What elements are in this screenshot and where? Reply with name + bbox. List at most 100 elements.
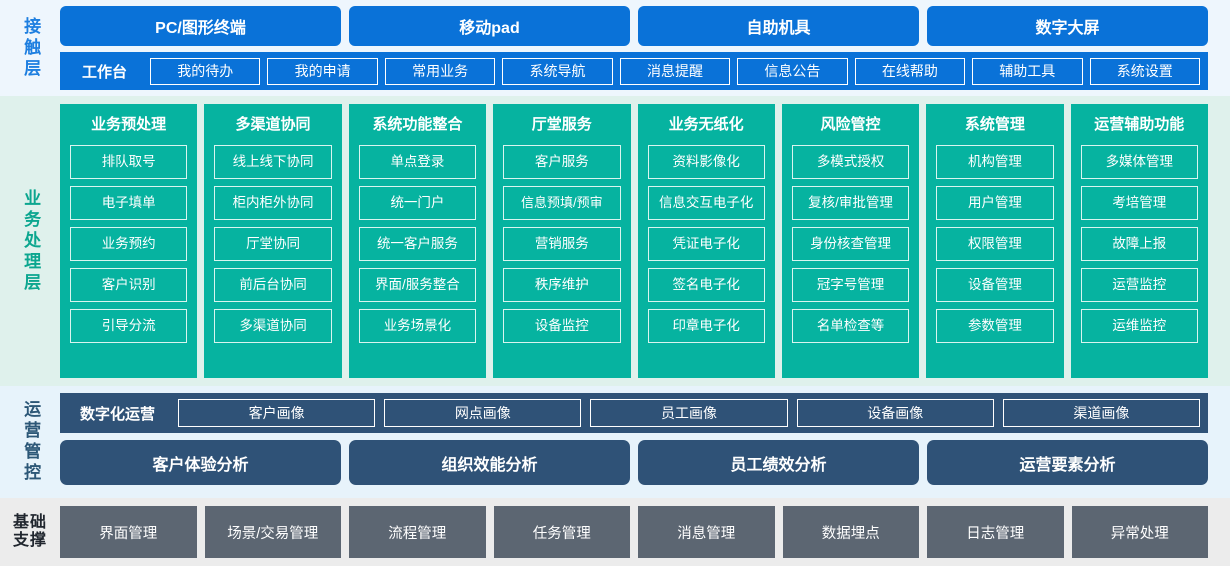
- analysis-employee-performance[interactable]: 员工绩效分析: [638, 440, 919, 485]
- foundation-layer-label-line2: 支撑: [12, 532, 47, 549]
- business-item[interactable]: 业务预约: [70, 227, 188, 261]
- business-item[interactable]: 冠字号管理: [791, 268, 910, 302]
- business-column-system-integration: 系统功能整合 单点登录 统一门户 统一客户服务 界面/服务整合 业务场景化: [348, 104, 487, 378]
- business-item[interactable]: 业务场景化: [358, 309, 477, 343]
- business-item[interactable]: 柜内柜外协同: [214, 186, 332, 220]
- terminal-pc[interactable]: PC/图形终端: [60, 6, 341, 46]
- portrait-channel[interactable]: 渠道画像: [1002, 399, 1201, 427]
- business-item[interactable]: 复核/审批管理: [791, 186, 910, 220]
- business-item[interactable]: 排队取号: [70, 145, 188, 179]
- business-item[interactable]: 机构管理: [936, 145, 1054, 179]
- foundation-item-exception-handling[interactable]: 异常处理: [1071, 506, 1208, 558]
- business-item[interactable]: 多媒体管理: [1080, 145, 1198, 179]
- foundation-layer-body: 界面管理 场景/交易管理 流程管理 任务管理 消息管理 数据埋点 日志管理 异常…: [60, 506, 1230, 558]
- foundation-item-scenario-transaction-management[interactable]: 场景/交易管理: [204, 506, 341, 558]
- business-item[interactable]: 运营监控: [1080, 268, 1198, 302]
- business-item[interactable]: 引导分流: [70, 309, 188, 343]
- foundation-item-log-management[interactable]: 日志管理: [927, 506, 1064, 558]
- business-item[interactable]: 身份核查管理: [791, 227, 910, 261]
- workbench-item-auxiliary-tools[interactable]: 辅助工具: [972, 57, 1083, 85]
- business-column-risk-control: 风险管控 多模式授权 复核/审批管理 身份核查管理 冠字号管理 名单检查等: [781, 104, 920, 378]
- workbench-item-my-application[interactable]: 我的申请: [267, 57, 378, 85]
- business-item[interactable]: 营销服务: [503, 227, 621, 261]
- business-item[interactable]: 凭证电子化: [647, 227, 765, 261]
- foundation-item-ui-management[interactable]: 界面管理: [60, 506, 197, 558]
- business-column-preprocessing: 业务预处理 排队取号 电子填单 业务预约 客户识别 引导分流: [60, 104, 198, 378]
- workbench-item-information-notice[interactable]: 信息公告: [737, 57, 848, 85]
- analysis-organizational-efficiency[interactable]: 组织效能分析: [349, 440, 630, 485]
- business-item[interactable]: 前后台协同: [214, 268, 332, 302]
- business-item[interactable]: 客户识别: [70, 268, 188, 302]
- workbench-item-common-business[interactable]: 常用业务: [384, 57, 496, 85]
- workbench-item-my-todo[interactable]: 我的待办: [150, 57, 261, 85]
- business-layer-label-text: 业务处理层: [21, 188, 41, 294]
- foundation-item-process-management[interactable]: 流程管理: [349, 506, 486, 558]
- business-item[interactable]: 信息交互电子化: [647, 186, 765, 220]
- business-item[interactable]: 统一门户: [358, 186, 477, 220]
- foundation-item-task-management[interactable]: 任务管理: [493, 506, 630, 558]
- operations-layer-label: 运营管控: [0, 393, 60, 491]
- terminal-mobile-pad[interactable]: 移动pad: [349, 6, 630, 46]
- business-column-paperless: 业务无纸化 资料影像化 信息交互电子化 凭证电子化 签名电子化 印章电子化: [637, 104, 775, 378]
- business-item[interactable]: 设备管理: [936, 268, 1054, 302]
- workbench-item-message-reminder[interactable]: 消息提醒: [619, 57, 731, 85]
- foundation-support-layer: 基础 支撑 界面管理 场景/交易管理 流程管理 任务管理 消息管理 数据埋点 日…: [0, 498, 1230, 566]
- portrait-device[interactable]: 设备画像: [796, 399, 994, 427]
- workbench-item-online-help[interactable]: 在线帮助: [854, 57, 966, 85]
- business-item[interactable]: 运维监控: [1080, 309, 1198, 343]
- portrait-branch[interactable]: 网点画像: [384, 399, 582, 427]
- business-processing-layer: 业务处理层 业务预处理 排队取号 电子填单 业务预约 客户识别 引导分流 多渠道…: [0, 96, 1230, 386]
- business-item[interactable]: 多模式授权: [791, 145, 910, 179]
- business-column-system-management: 系统管理 机构管理 用户管理 权限管理 设备管理 参数管理: [926, 104, 1064, 378]
- business-column-lobby-service: 厅堂服务 客户服务 信息预填/预审 营销服务 秩序维护 设备监控: [493, 104, 631, 378]
- business-item[interactable]: 资料影像化: [647, 145, 765, 179]
- foundation-item-message-management[interactable]: 消息管理: [638, 506, 775, 558]
- business-item[interactable]: 线上线下协同: [214, 145, 332, 179]
- analysis-customer-experience[interactable]: 客户体验分析: [60, 440, 341, 485]
- business-item[interactable]: 电子填单: [70, 186, 188, 220]
- business-layer-body: 业务预处理 排队取号 电子填单 业务预约 客户识别 引导分流 多渠道协同 线上线…: [60, 104, 1230, 378]
- workbench-item-system-navigation[interactable]: 系统导航: [502, 57, 613, 85]
- analysis-operation-elements[interactable]: 运营要素分析: [927, 440, 1208, 485]
- workbench-item-system-settings[interactable]: 系统设置: [1089, 57, 1200, 85]
- business-item[interactable]: 故障上报: [1080, 227, 1198, 261]
- business-item[interactable]: 统一客户服务: [358, 227, 477, 261]
- touch-layer: 接触层 PC/图形终端 移动pad 自助机具 数字大屏 工作台 我的待办 我的申…: [0, 0, 1230, 96]
- foundation-layer-label: 基础 支撑: [0, 506, 60, 558]
- column-title: 多渠道协同: [235, 116, 311, 133]
- analysis-row: 客户体验分析 组织效能分析 员工绩效分析 运营要素分析: [60, 440, 1208, 485]
- operations-layer-label-text: 运营管控: [21, 400, 41, 484]
- business-item[interactable]: 参数管理: [936, 309, 1054, 343]
- column-title: 业务预处理: [91, 116, 167, 133]
- business-item[interactable]: 厅堂协同: [214, 227, 332, 261]
- column-title: 风险管控: [820, 116, 881, 133]
- column-title: 系统功能整合: [372, 116, 463, 133]
- terminal-self-service[interactable]: 自助机具: [638, 6, 919, 46]
- terminal-digital-screen[interactable]: 数字大屏: [927, 6, 1208, 46]
- business-item[interactable]: 名单检查等: [791, 309, 910, 343]
- business-item[interactable]: 印章电子化: [647, 309, 765, 343]
- business-item[interactable]: 设备监控: [503, 309, 621, 343]
- business-item[interactable]: 单点登录: [358, 145, 477, 179]
- workbench-row: 工作台 我的待办 我的申请 常用业务 系统导航 消息提醒 信息公告 在线帮助 辅…: [60, 52, 1208, 90]
- business-item[interactable]: 权限管理: [936, 227, 1054, 261]
- touch-layer-label-text: 接触层: [21, 16, 41, 80]
- touch-layer-body: PC/图形终端 移动pad 自助机具 数字大屏 工作台 我的待办 我的申请 常用…: [60, 6, 1230, 90]
- business-item[interactable]: 签名电子化: [647, 268, 765, 302]
- touch-layer-label: 接触层: [0, 6, 60, 90]
- foundation-item-data-tracking[interactable]: 数据埋点: [782, 506, 919, 558]
- business-item[interactable]: 客户服务: [503, 145, 621, 179]
- portrait-customer[interactable]: 客户画像: [178, 399, 376, 427]
- business-item[interactable]: 信息预填/预审: [503, 186, 621, 220]
- business-item[interactable]: 秩序维护: [503, 268, 621, 302]
- terminal-row: PC/图形终端 移动pad 自助机具 数字大屏: [60, 6, 1208, 46]
- business-item[interactable]: 多渠道协同: [214, 309, 332, 343]
- portrait-employee[interactable]: 员工画像: [590, 399, 788, 427]
- business-item[interactable]: 界面/服务整合: [358, 268, 477, 302]
- business-item[interactable]: 考培管理: [1080, 186, 1198, 220]
- business-item[interactable]: 用户管理: [936, 186, 1054, 220]
- digital-operations-title: 数字化运营: [80, 405, 156, 423]
- business-column-operation-support: 运营辅助功能 多媒体管理 考培管理 故障上报 运营监控 运维监控: [1070, 104, 1208, 378]
- operations-layer-body: 数字化运营 客户画像 网点画像 员工画像 设备画像 渠道画像 客户体验分析 组织…: [60, 393, 1230, 491]
